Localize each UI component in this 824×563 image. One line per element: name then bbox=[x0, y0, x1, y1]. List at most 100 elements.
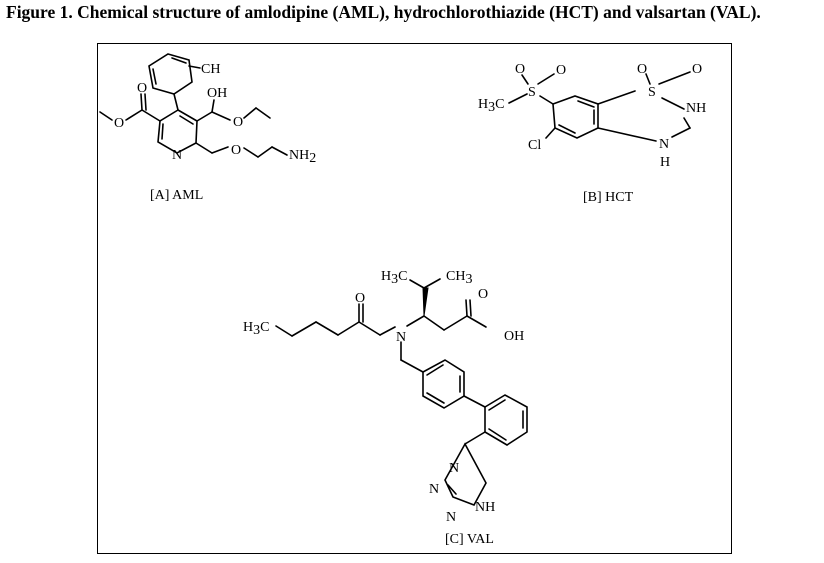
val-bond bbox=[291, 321, 317, 337]
val-bond bbox=[315, 321, 339, 336]
val-structure: H3C H3C CH3 O O OH N N N N NH bbox=[243, 269, 528, 525]
aml-phenyl-double-bond bbox=[152, 68, 157, 85]
hct-atom-cl: Cl bbox=[528, 138, 541, 153]
val-benzene-double-bond bbox=[426, 392, 445, 404]
hct-structure: H3C S O O S O O Cl NH N H bbox=[478, 62, 706, 170]
val-bond bbox=[406, 315, 425, 327]
aml-atom-n: N bbox=[172, 148, 182, 163]
aml-bond bbox=[243, 107, 257, 119]
val-bond bbox=[469, 299, 472, 317]
figure-caption-text: Chemical structure of amlodipine (AML), … bbox=[72, 2, 761, 22]
aml-pyridine-double-bond bbox=[161, 123, 164, 140]
aml-pyridine-double-bond bbox=[179, 115, 194, 125]
aml-bond bbox=[211, 146, 229, 154]
val-atom-nh: NH bbox=[475, 500, 495, 515]
val-benzene-ring bbox=[422, 359, 465, 409]
aml-bond bbox=[144, 93, 147, 111]
aml-bond bbox=[196, 111, 213, 122]
val-bond bbox=[379, 326, 396, 336]
aml-atom-oh: OH bbox=[207, 86, 227, 101]
val-bond bbox=[400, 359, 424, 373]
hct-atom-o: O bbox=[556, 63, 566, 78]
hct-bond bbox=[537, 73, 555, 85]
val-bond bbox=[466, 315, 487, 328]
panel-label-hct: [B] HCT bbox=[583, 190, 634, 205]
hct-atom-s: S bbox=[648, 85, 656, 100]
aml-bond bbox=[257, 146, 273, 158]
aml-atom-ch: CH bbox=[201, 62, 220, 77]
figure-caption: Figure 1. Chemical structure of amlodipi… bbox=[6, 2, 822, 23]
aml-bond bbox=[173, 93, 179, 111]
aml-bond bbox=[140, 93, 143, 111]
aml-pyridine-ring bbox=[157, 109, 198, 154]
val-atom-n: N bbox=[446, 510, 456, 525]
hct-atom-o: O bbox=[637, 62, 647, 77]
hct-bond bbox=[539, 95, 554, 105]
val-atom-h3c: H3C bbox=[381, 269, 407, 287]
val-bond bbox=[423, 278, 441, 289]
val-benzene-double-bond bbox=[488, 399, 506, 411]
val-wedge-bond bbox=[422, 287, 429, 317]
val-bond bbox=[358, 321, 381, 336]
hct-atom-s: S bbox=[528, 85, 536, 100]
figure-number: Figure 1. bbox=[6, 2, 73, 22]
aml-phenyl-ring bbox=[148, 53, 193, 95]
val-bond bbox=[465, 299, 468, 317]
val-atom-n: N bbox=[429, 482, 439, 497]
val-bond bbox=[463, 395, 486, 408]
hct-bond bbox=[658, 71, 691, 85]
aml-bond bbox=[255, 107, 271, 119]
hct-bond bbox=[597, 90, 636, 105]
aml-atom-o: O bbox=[231, 143, 241, 158]
aml-phenyl-double-bond bbox=[171, 57, 187, 64]
hct-atom-n: N bbox=[659, 137, 669, 152]
hct-bond bbox=[683, 117, 691, 129]
hct-benzene-double-bond bbox=[558, 124, 576, 134]
val-atom-o: O bbox=[355, 291, 365, 306]
val-bond bbox=[464, 431, 486, 445]
val-atom-o: O bbox=[478, 287, 488, 302]
hct-bond bbox=[661, 97, 685, 110]
hct-bond bbox=[597, 127, 657, 142]
figure-frame bbox=[97, 43, 732, 554]
hct-bond bbox=[521, 74, 529, 85]
val-atom-n: N bbox=[396, 330, 406, 345]
aml-bond bbox=[211, 99, 215, 113]
aml-bond bbox=[271, 146, 288, 156]
hct-benzene-double-bond bbox=[577, 100, 595, 108]
val-benzene-double-bond bbox=[488, 428, 507, 441]
val-atom-oh: OH bbox=[504, 329, 524, 344]
val-bond bbox=[423, 315, 445, 331]
aml-bond bbox=[99, 111, 113, 121]
aml-bond bbox=[195, 142, 213, 154]
val-bond bbox=[443, 315, 468, 331]
val-bond bbox=[275, 325, 293, 337]
aml-atom-o: O bbox=[137, 81, 147, 96]
hct-atom-nh: NH bbox=[686, 101, 706, 116]
val-tetrazole-double-bond bbox=[447, 484, 457, 495]
aml-bond bbox=[188, 65, 201, 69]
hct-atom-o: O bbox=[515, 62, 525, 77]
val-tetrazole-ring bbox=[444, 442, 487, 506]
aml-atom-o: O bbox=[114, 116, 124, 131]
aml-bond bbox=[125, 109, 143, 121]
hct-bond bbox=[671, 127, 691, 138]
val-atom-h3c: H3C bbox=[243, 320, 269, 338]
hct-atom-h: H bbox=[660, 155, 670, 170]
val-bond bbox=[337, 321, 360, 336]
hct-bond bbox=[508, 93, 528, 104]
aml-bond bbox=[243, 147, 259, 158]
val-atom-ch3: CH3 bbox=[446, 269, 472, 287]
hct-atom-o: O bbox=[692, 62, 702, 77]
aml-bond bbox=[211, 111, 231, 121]
hct-benzene-ring bbox=[552, 95, 599, 139]
aml-bond bbox=[141, 109, 161, 122]
val-bond bbox=[409, 279, 425, 289]
val-atom-n: N bbox=[449, 461, 459, 476]
val-biphenyl-ring bbox=[484, 394, 528, 446]
aml-structure: CH OH O O O O N NH2 bbox=[99, 53, 316, 166]
val-benzene-double-bond bbox=[426, 364, 444, 376]
aml-atom-o: O bbox=[233, 115, 243, 130]
hct-atom-h3c: H3C bbox=[478, 97, 504, 115]
